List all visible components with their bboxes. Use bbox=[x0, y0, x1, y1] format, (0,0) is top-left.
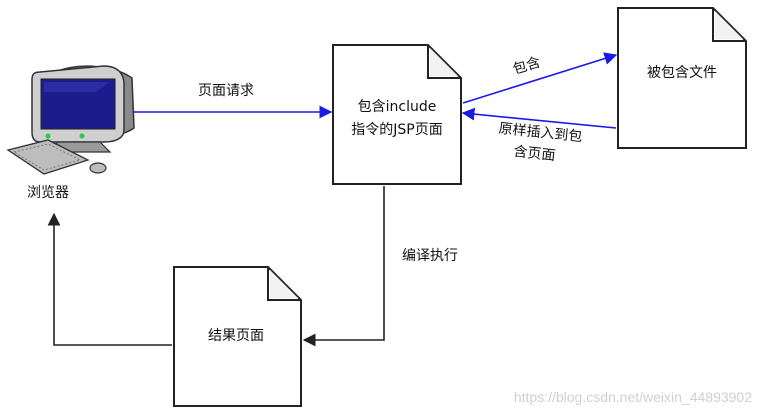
result-page-label: 结果页面 bbox=[208, 328, 264, 344]
watermark-text: https://blog.csdn.net/weixin_44893902 bbox=[514, 389, 752, 405]
compile-execute-arrow bbox=[304, 186, 384, 340]
browser-label: 浏览器 bbox=[27, 185, 69, 201]
include-label: 包含 bbox=[511, 54, 542, 77]
insert-back-label-line2: 含页面 bbox=[513, 144, 556, 164]
return-to-browser-arrow bbox=[54, 214, 172, 345]
jsp-page-label-line2: 指令的JSP页面 bbox=[351, 122, 442, 138]
computer-icon bbox=[8, 66, 134, 174]
page-request-label: 页面请求 bbox=[198, 83, 254, 99]
included-file-label: 被包含文件 bbox=[647, 65, 717, 81]
jsp-page-label-line1: 包含include bbox=[358, 99, 437, 115]
compile-execute-label: 编译执行 bbox=[402, 248, 458, 264]
insert-back-label-line1: 原样插入到包 bbox=[498, 121, 583, 146]
